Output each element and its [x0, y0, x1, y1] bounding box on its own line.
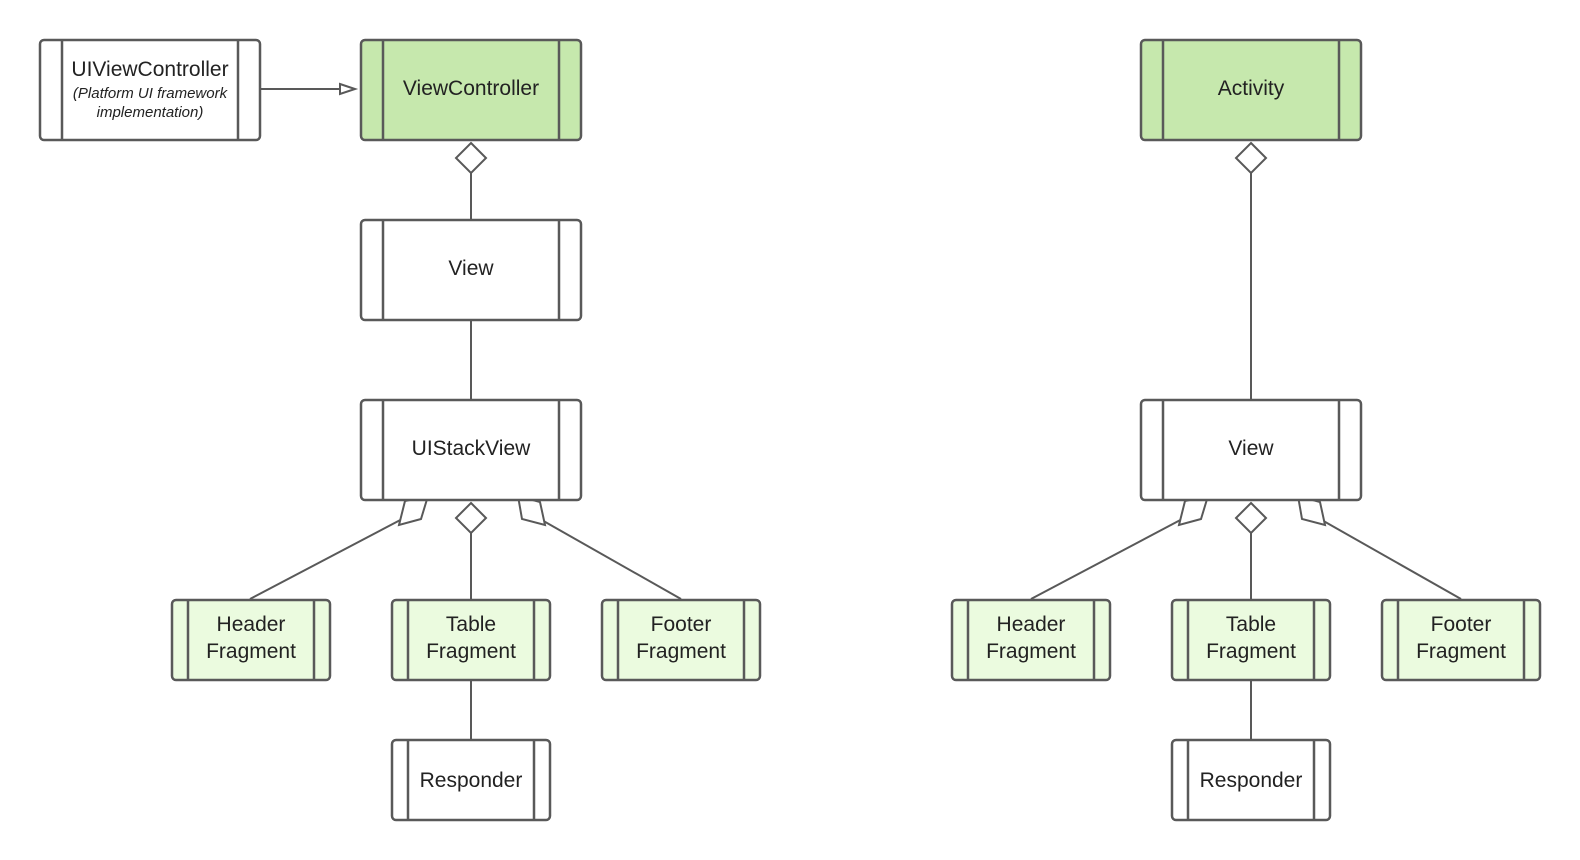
uiviewcontroller-title: UIViewController [71, 58, 228, 81]
ios-footer-fragment-line2: Fragment [636, 640, 726, 663]
android-table-fragment-line1: Table [1226, 613, 1276, 636]
viewcontroller-box: ViewController [359, 38, 583, 142]
ios-view-box: View [359, 218, 583, 322]
aggregation-diamond [1234, 141, 1268, 175]
android-responder-box: Responder [1170, 738, 1332, 822]
android-header-fragment-line2: Fragment [986, 640, 1076, 663]
android-view-box: View [1139, 398, 1363, 502]
ios-responder-box: Responder [390, 738, 552, 822]
uiviewcontroller-box: UIViewController (Platform UI framework … [38, 38, 262, 142]
ios-table-fragment-box: Table Fragment [390, 598, 552, 682]
android-connectors [1030, 141, 1462, 740]
android-table-fragment-box: Table Fragment [1170, 598, 1332, 682]
ios-responder-label: Responder [420, 769, 523, 792]
ios-header-fragment-box: Header Fragment [170, 598, 332, 682]
ios-footer-fragment-line1: Footer [651, 613, 712, 636]
uistackview-box: UIStackView [359, 398, 583, 502]
ios-header-fragment-line2: Fragment [206, 640, 296, 663]
activity-box: Activity [1139, 38, 1363, 142]
android-footer-fragment-box: Footer Fragment [1380, 598, 1542, 682]
android-table-fragment-line2: Fragment [1206, 640, 1296, 663]
activity-label: Activity [1218, 77, 1285, 100]
aggregation-diamond [454, 141, 488, 175]
view-footer-link [1319, 518, 1462, 600]
android-footer-fragment-line2: Fragment [1416, 640, 1506, 663]
uiviewcontroller-subtitle-line2: implementation) [97, 104, 204, 121]
viewcontroller-label: ViewController [403, 77, 539, 100]
inheritance-arrowhead [339, 82, 359, 96]
android-responder-label: Responder [1200, 769, 1303, 792]
android-header-fragment-box: Header Fragment [950, 598, 1112, 682]
uistackview-label: UIStackView [412, 437, 531, 460]
aggregation-diamond [454, 501, 488, 535]
view-header-link [1030, 516, 1187, 600]
stack-footer-link [539, 518, 682, 600]
ios-header-fragment-line1: Header [217, 613, 286, 636]
android-header-fragment-line1: Header [997, 613, 1066, 636]
ios-table-fragment-line1: Table [446, 613, 496, 636]
ios-view-label: View [448, 257, 494, 280]
aggregation-diamond [1234, 501, 1268, 535]
ios-table-fragment-line2: Fragment [426, 640, 516, 663]
ios-connectors [249, 82, 682, 740]
uiviewcontroller-subtitle-line1: (Platform UI framework [73, 85, 229, 102]
android-footer-fragment-line1: Footer [1431, 613, 1492, 636]
stack-header-link [249, 516, 407, 600]
android-view-label: View [1228, 437, 1274, 460]
ios-footer-fragment-box: Footer Fragment [600, 598, 762, 682]
